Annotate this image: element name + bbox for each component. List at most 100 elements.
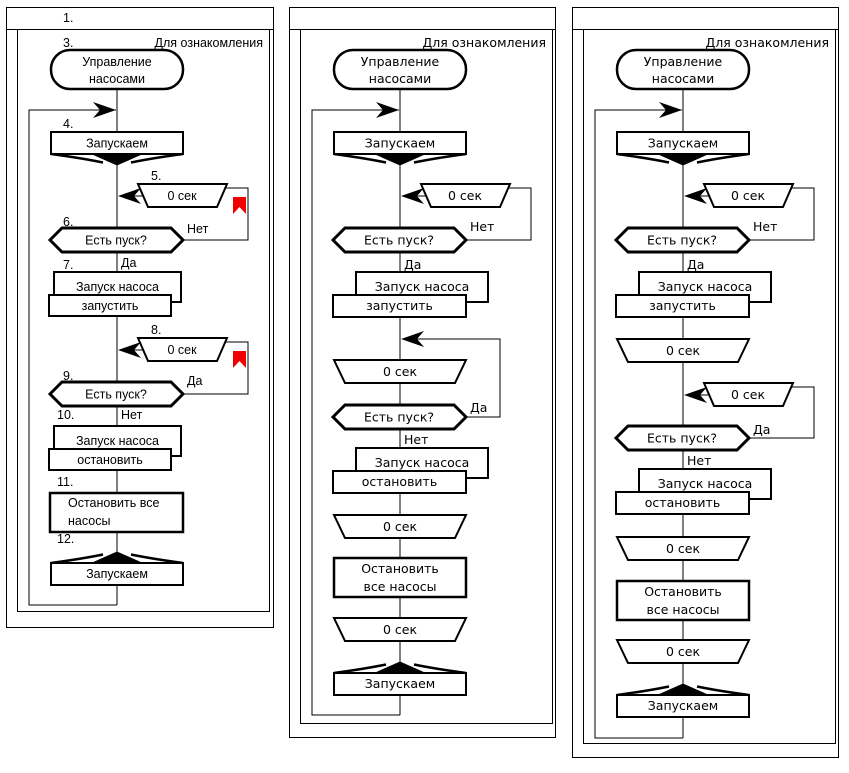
block-number: 3.	[63, 36, 73, 50]
delay-shape	[615, 536, 751, 561]
flow-arrow-icon	[401, 188, 424, 204]
yes-branch-connector	[403, 338, 501, 418]
flow-arrow-icon	[401, 331, 424, 347]
delay-node: 0 сек	[118, 337, 246, 368]
loop-end-node: Запускаем	[50, 551, 184, 586]
question-node: Есть пуск? Да Нет	[47, 374, 202, 422]
action-label: все насосы	[647, 602, 720, 617]
delay-shape	[419, 183, 512, 208]
delay-node: 0 сек	[615, 639, 751, 664]
delay-shape	[332, 617, 468, 642]
delay-label: 0 сек	[448, 188, 482, 203]
action-object-label: Запуск насоса	[658, 279, 753, 294]
delay-node: 0 сек	[615, 536, 751, 561]
terminal-label: Управление	[82, 55, 152, 69]
action-object-label: Запуск насоса	[76, 280, 159, 294]
loop-end-label: Запускаем	[86, 567, 148, 581]
loop-start-wave	[130, 152, 184, 164]
action-method-shape	[48, 448, 172, 471]
no-branch-connector	[183, 187, 249, 241]
action-method-label: запустить	[82, 299, 139, 313]
terminal-node: Управление насосами	[332, 48, 468, 91]
action-shape	[48, 491, 185, 534]
block-number: 11.	[57, 475, 73, 489]
terminal-label: Управление	[361, 54, 440, 69]
delay-shape	[702, 183, 795, 208]
action-method-shape	[615, 491, 750, 515]
branch-label-no: Нет	[404, 432, 428, 447]
panel-right: Для ознакомления Управление насосами Зап…	[572, 7, 839, 758]
action-shape	[615, 579, 751, 622]
panel-left: 1. Для ознакомления 3. 4. 5. 6. 7. 8. 9.…	[6, 7, 274, 628]
question-node: Есть пуск? Нет Да	[613, 219, 777, 272]
terminal-shape	[49, 48, 185, 91]
terminal-node: Управление насосами	[615, 48, 751, 91]
bookmark-icon	[233, 197, 246, 214]
loop-end-wave	[333, 663, 387, 675]
terminal-node: Управление насосами	[49, 48, 185, 91]
question-node: Есть пуск? Нет Да	[47, 222, 209, 270]
branch-label-yes: Да	[187, 374, 202, 388]
action-method-label: запустить	[649, 298, 716, 313]
loop-start-node: Запускаем	[616, 131, 750, 166]
yes-branch-connector	[183, 341, 249, 395]
panel-left-outer-frame	[6, 7, 274, 628]
delay-shape	[615, 338, 751, 363]
loop-end-point	[91, 551, 143, 563]
branch-label-yes: Да	[470, 400, 487, 415]
loop-end-wave	[616, 685, 670, 697]
branch-label-yes: Да	[753, 422, 770, 437]
action-object-label: Запуск насоса	[375, 455, 470, 470]
watermark: Для ознакомления	[706, 35, 830, 50]
action-method-shape	[615, 294, 750, 318]
block-number: 10.	[57, 408, 74, 422]
loop-end-label: Запускаем	[648, 698, 718, 713]
question-node: Есть пуск? Нет Да	[330, 219, 494, 272]
flow-arrow-icon	[93, 102, 116, 118]
panel-right-outer-frame	[572, 7, 839, 758]
band-label: 1.	[63, 11, 73, 25]
action-node: Остановить все насосы	[48, 491, 185, 534]
panel-middle-outer-frame	[289, 7, 556, 738]
terminal-label: насосами	[369, 71, 431, 86]
delay-label: 0 сек	[666, 343, 700, 358]
question-node: Есть пуск? Да Нет	[330, 400, 487, 447]
delay-label: 0 сек	[731, 387, 765, 402]
loop-start-wave	[50, 152, 104, 164]
terminal-shape	[615, 48, 751, 91]
action-label: Остановить	[361, 561, 439, 576]
question-label: Есть пуск?	[647, 233, 717, 248]
question-shape	[330, 226, 469, 254]
delay-node: 0 сек	[332, 514, 468, 539]
action-pair-node: Запуск насоса запустить	[615, 271, 772, 318]
watermark: Для ознакомления	[155, 36, 263, 50]
delay-shape	[136, 183, 229, 208]
block-number: 6.	[63, 215, 73, 229]
panel-middle-inner-frame	[300, 29, 553, 724]
question-node: Есть пуск? Да Нет	[613, 422, 770, 468]
action-method-label: остановить	[362, 474, 437, 489]
terminal-label: насосами	[652, 71, 714, 86]
branch-label-no: Нет	[687, 453, 711, 468]
branch-label-yes: Да	[121, 256, 136, 270]
delay-node: 0 сек	[684, 382, 795, 407]
loop-end-point	[657, 683, 709, 695]
action-method-shape	[48, 294, 172, 317]
loop-start-point	[91, 154, 143, 166]
action-pair-node: Запуск насоса запустить	[332, 271, 489, 318]
loop-end-wave	[413, 663, 467, 675]
question-shape	[613, 424, 752, 452]
action-method-label: запустить	[366, 298, 433, 313]
loop-start-point	[657, 154, 709, 166]
bookmark-icon	[233, 351, 246, 368]
loop-end-point	[374, 661, 426, 673]
block-number: 7.	[63, 258, 73, 272]
flow-arrow-icon	[684, 188, 707, 204]
action-label: насосы	[68, 514, 110, 528]
flow-arrow-icon	[118, 188, 141, 204]
delay-label: 0 сек	[167, 189, 197, 203]
loop-start-label: Запускаем	[648, 136, 718, 151]
block-number: 8.	[151, 323, 161, 337]
delay-shape	[702, 382, 795, 407]
loop-end-label: Запускаем	[365, 676, 435, 691]
